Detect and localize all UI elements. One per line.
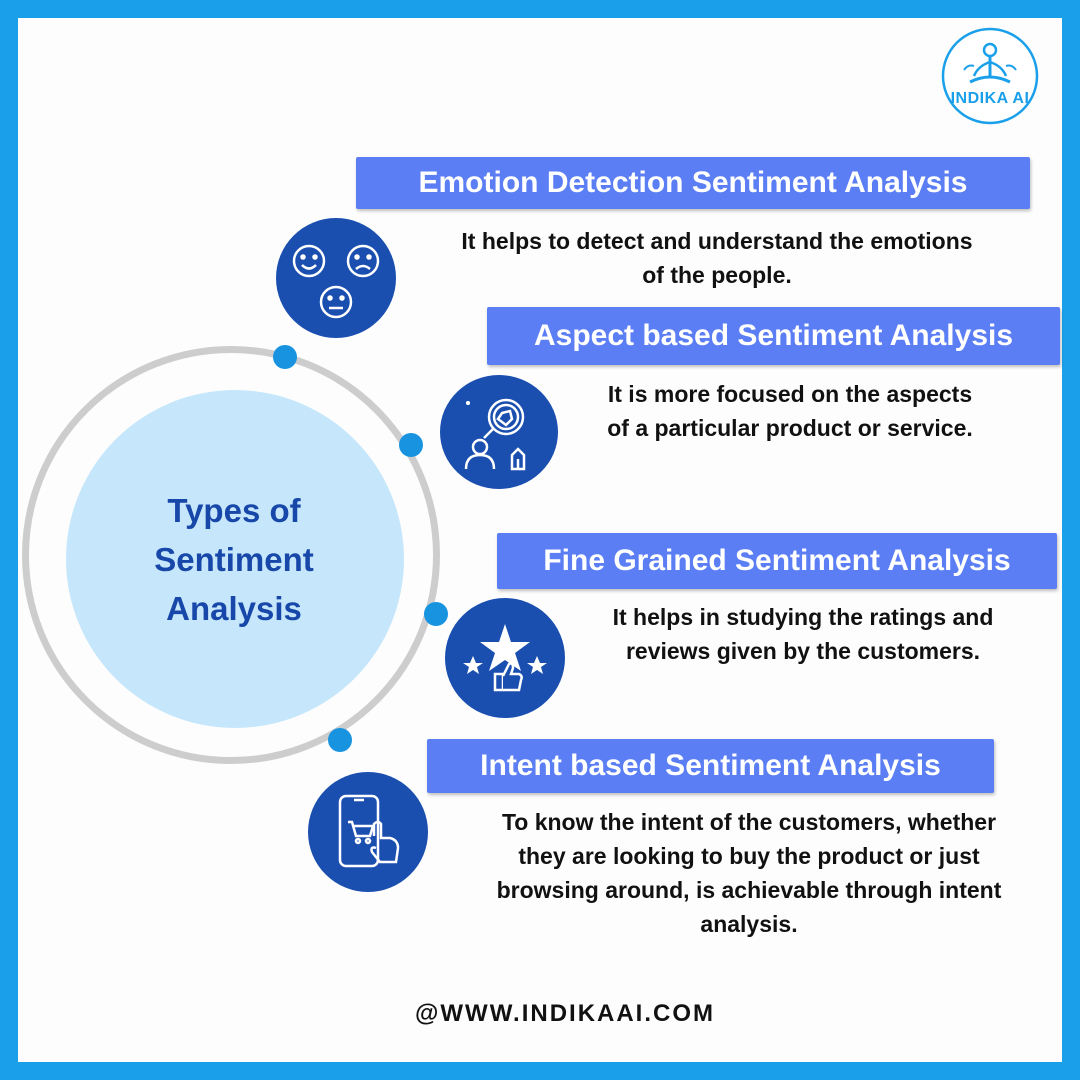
center-title-line: Types of: [167, 491, 301, 529]
star-rating-icon: [463, 624, 547, 692]
emoji-faces-icon: [292, 244, 380, 319]
website-footer: @WWW.INDIKAAI.COM: [414, 1000, 716, 1027]
description-line: It helps in studying the ratings and: [612, 604, 994, 630]
center-ring: [22, 346, 440, 764]
emotion-icon-circle: [276, 218, 396, 338]
center-title-line: Sentiment: [154, 540, 314, 578]
aspect-based-description: It is more focused on the aspects of a p…: [560, 377, 1020, 445]
ring-dot: [399, 433, 423, 457]
fine-grained-label: Fine Grained Sentiment Analysis: [497, 533, 1057, 589]
center-title-line: Analysis: [166, 589, 302, 627]
aspect-based-label: Aspect based Sentiment Analysis: [487, 307, 1060, 365]
center-circle: Types of Sentiment Analysis: [66, 390, 404, 728]
magnifier-tag-icon: [464, 398, 526, 471]
logo-text: INDIKA AI: [950, 90, 1030, 107]
description-line: of a particular product or service.: [607, 415, 973, 441]
phone-cart-icon: [338, 794, 400, 868]
intent-based-description: To know the intent of the customers, whe…: [450, 805, 1048, 941]
ring-dot: [424, 602, 448, 626]
ring-dot: [328, 728, 352, 752]
description-line: It helps to detect and understand the em…: [461, 228, 973, 254]
description-line: To know the intent of the customers, whe…: [501, 809, 997, 835]
emotion-detection-label: Emotion Detection Sentiment Analysis: [356, 157, 1030, 209]
description-line: they are looking to buy the product or j…: [518, 843, 980, 869]
aspect-icon-circle: [440, 375, 558, 489]
fine-grained-description: It helps in studying the ratings and rev…: [570, 600, 1036, 668]
logo-meditation-icon: [941, 27, 1039, 125]
fine-grained-icon-circle: [445, 598, 565, 718]
description-line: It is more focused on the aspects: [607, 381, 973, 407]
description-line: of the people.: [642, 262, 792, 288]
emotion-detection-description: It helps to detect and understand the em…: [400, 224, 1034, 292]
intent-based-label: Intent based Sentiment Analysis: [427, 739, 994, 793]
description-line: analysis.: [700, 911, 798, 937]
logo: INDIKA AI: [940, 26, 1040, 126]
description-line: browsing around, is achievable through i…: [496, 877, 1002, 903]
description-line: reviews given by the customers.: [625, 638, 981, 664]
ring-dot: [273, 345, 297, 369]
intent-icon-circle: [308, 772, 428, 892]
center-title: Types of Sentiment Analysis: [154, 486, 314, 633]
